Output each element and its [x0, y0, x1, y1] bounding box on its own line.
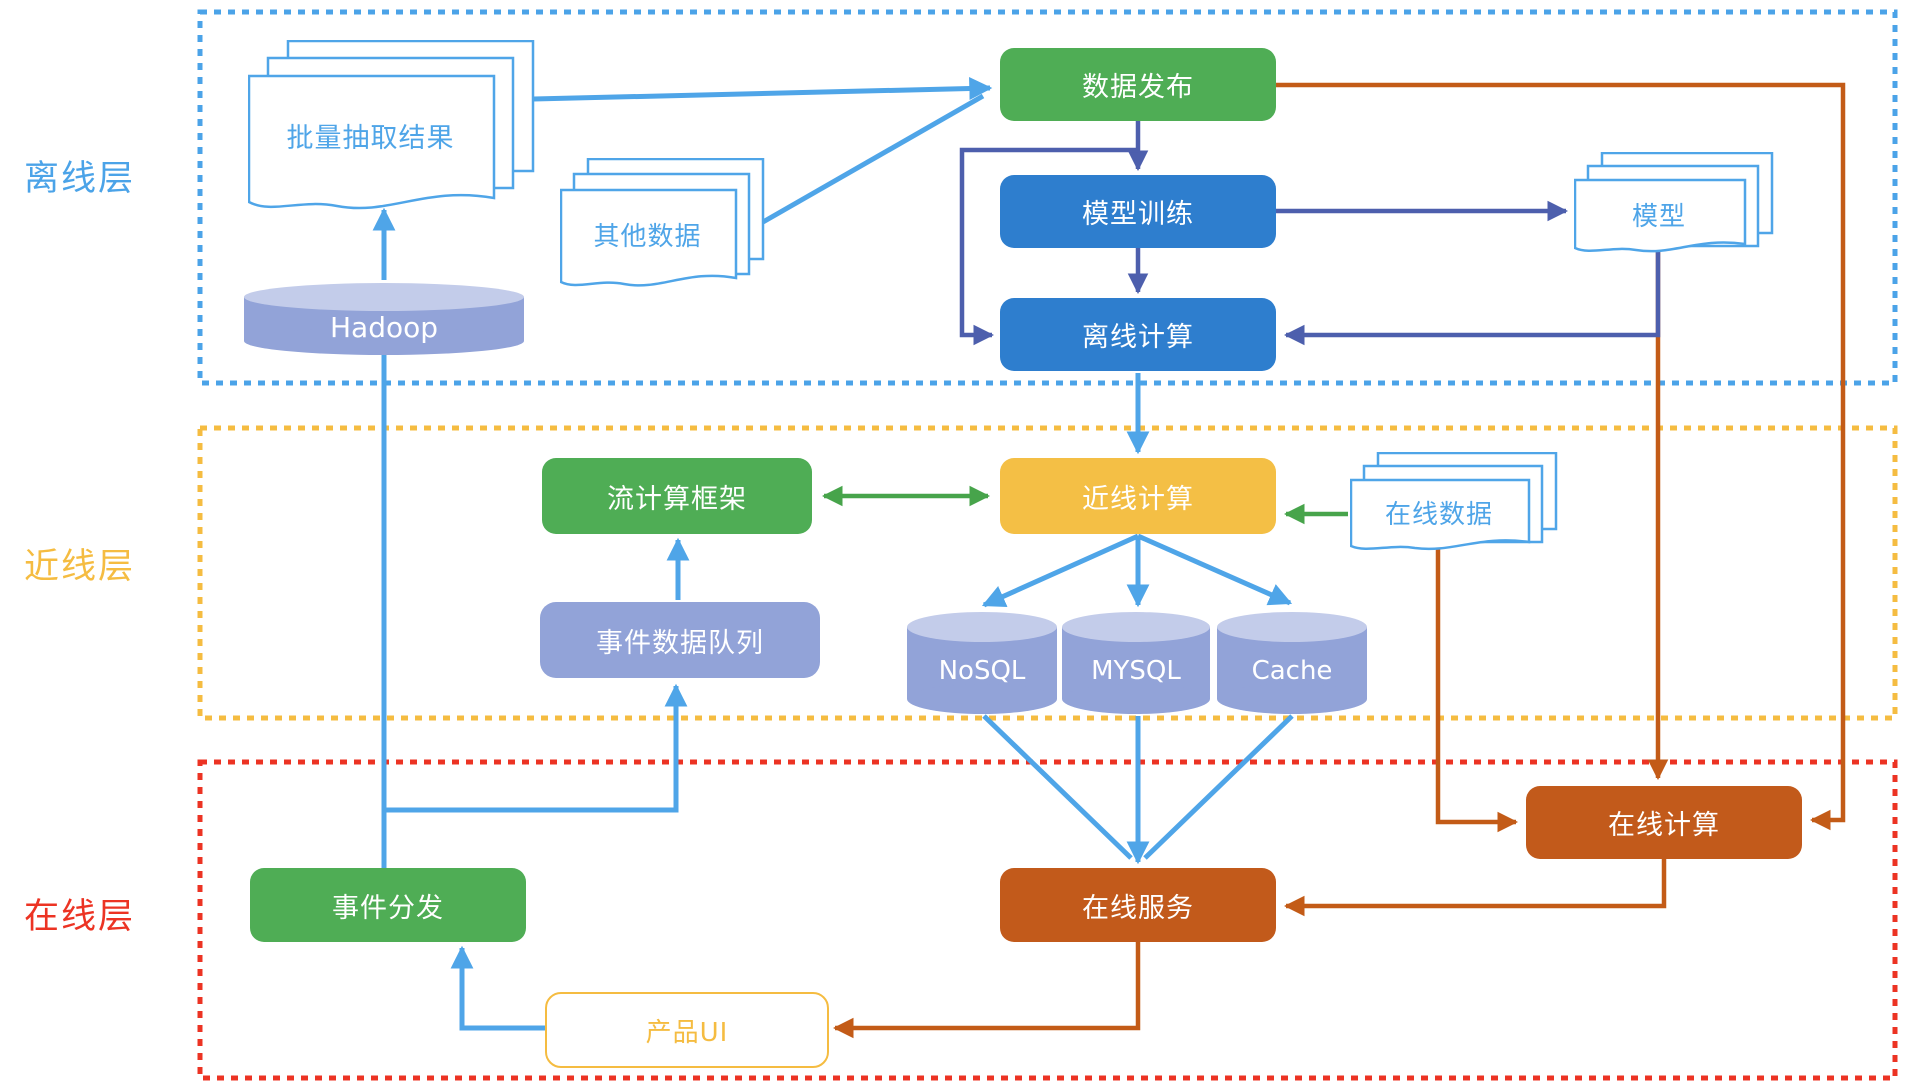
edge-productui-eventdispatch [450, 945, 545, 1031]
cache-label: Cache [1251, 656, 1333, 686]
batch-results-document: 批量抽取结果 [247, 39, 538, 216]
model-training-node: 模型训练 [1000, 175, 1276, 248]
cylinder-top [244, 283, 524, 311]
model-training-label: 模型训练 [1082, 199, 1194, 230]
offline-compute-node: 离线计算 [1000, 298, 1276, 371]
nearline-compute-node: 近线计算 [1000, 458, 1276, 534]
event-queue-node: 事件数据队列 [540, 602, 820, 678]
cylinder-top [907, 612, 1057, 642]
model-label: 模型 [1631, 201, 1686, 232]
mysql-label: MYSQL [1091, 656, 1181, 686]
online-compute-node: 在线计算 [1526, 786, 1802, 859]
event-queue-label: 事件数据队列 [596, 627, 764, 659]
nearline-layer-label: 近线层 [24, 547, 136, 587]
edge-batchresults-datapublish [492, 77, 993, 103]
document-stack-shape [559, 157, 765, 287]
edge-eventdispatch-eventqueue [384, 683, 688, 813]
event-dispatch-node: 事件分发 [250, 868, 526, 942]
edge-onlinecompute-onlineservice [1283, 859, 1667, 917]
data-publish-node: 数据发布 [1000, 48, 1276, 121]
document-stack-shape [247, 39, 535, 210]
edge-nearlinecompute-cache [1136, 533, 1293, 606]
edge-otherdata-datapublish [761, 93, 985, 225]
document-stack-shape [1349, 451, 1558, 551]
cylinder-bottom [907, 684, 1057, 714]
online-service-node: 在线服务 [1000, 868, 1276, 942]
online-data-label: 在线数据 [1384, 499, 1493, 530]
edge-cache-onlineservice [1143, 714, 1294, 860]
cylinder-bottom [1217, 684, 1367, 714]
document-stack-shape [1573, 151, 1774, 253]
online-compute-label: 在线计算 [1608, 810, 1720, 841]
edge-nosql-onlineservice [982, 714, 1133, 860]
edge-onlineservice-productui [832, 942, 1141, 1039]
cylinder-top [1217, 612, 1367, 642]
online-service-label: 在线服务 [1082, 892, 1194, 924]
offline-compute-label: 离线计算 [1082, 322, 1194, 353]
edge-nearlinecompute-nosql [981, 533, 1140, 608]
online-data-document: 在线数据 [1349, 451, 1558, 564]
data-publish-label: 数据发布 [1082, 72, 1194, 103]
online-layer-label: 在线层 [24, 897, 136, 937]
product-ui-label: 产品UI [645, 1017, 729, 1048]
stream-framework-label: 流计算框架 [607, 483, 747, 515]
cylinder-top [1062, 612, 1210, 642]
product-ui-node: 产品UI [545, 992, 829, 1068]
offline-layer-label: 离线层 [24, 159, 136, 199]
nearline-compute-label: 近线计算 [1082, 483, 1194, 515]
hadoop-cylinder: Hadoop [244, 283, 524, 355]
batch-results-label: 批量抽取结果 [286, 122, 455, 154]
other-data-label: 其他数据 [593, 221, 702, 252]
cylinder-bottom [244, 327, 524, 355]
nosql-cylinder: NoSQL [907, 612, 1057, 714]
mysql-cylinder: MYSQL [1062, 612, 1210, 714]
stream-framework-node: 流计算框架 [542, 458, 812, 534]
model-document: 模型 [1573, 151, 1774, 268]
nosql-label: NoSQL [938, 656, 1026, 686]
other-data-document: 其他数据 [559, 157, 765, 298]
edge-onlinedata-onlinecompute [1435, 548, 1519, 833]
cylinder-bottom [1062, 684, 1210, 714]
cache-cylinder: Cache [1217, 612, 1367, 714]
hadoop-label: Hadoop [329, 311, 439, 344]
event-dispatch-label: 事件分发 [332, 892, 444, 924]
